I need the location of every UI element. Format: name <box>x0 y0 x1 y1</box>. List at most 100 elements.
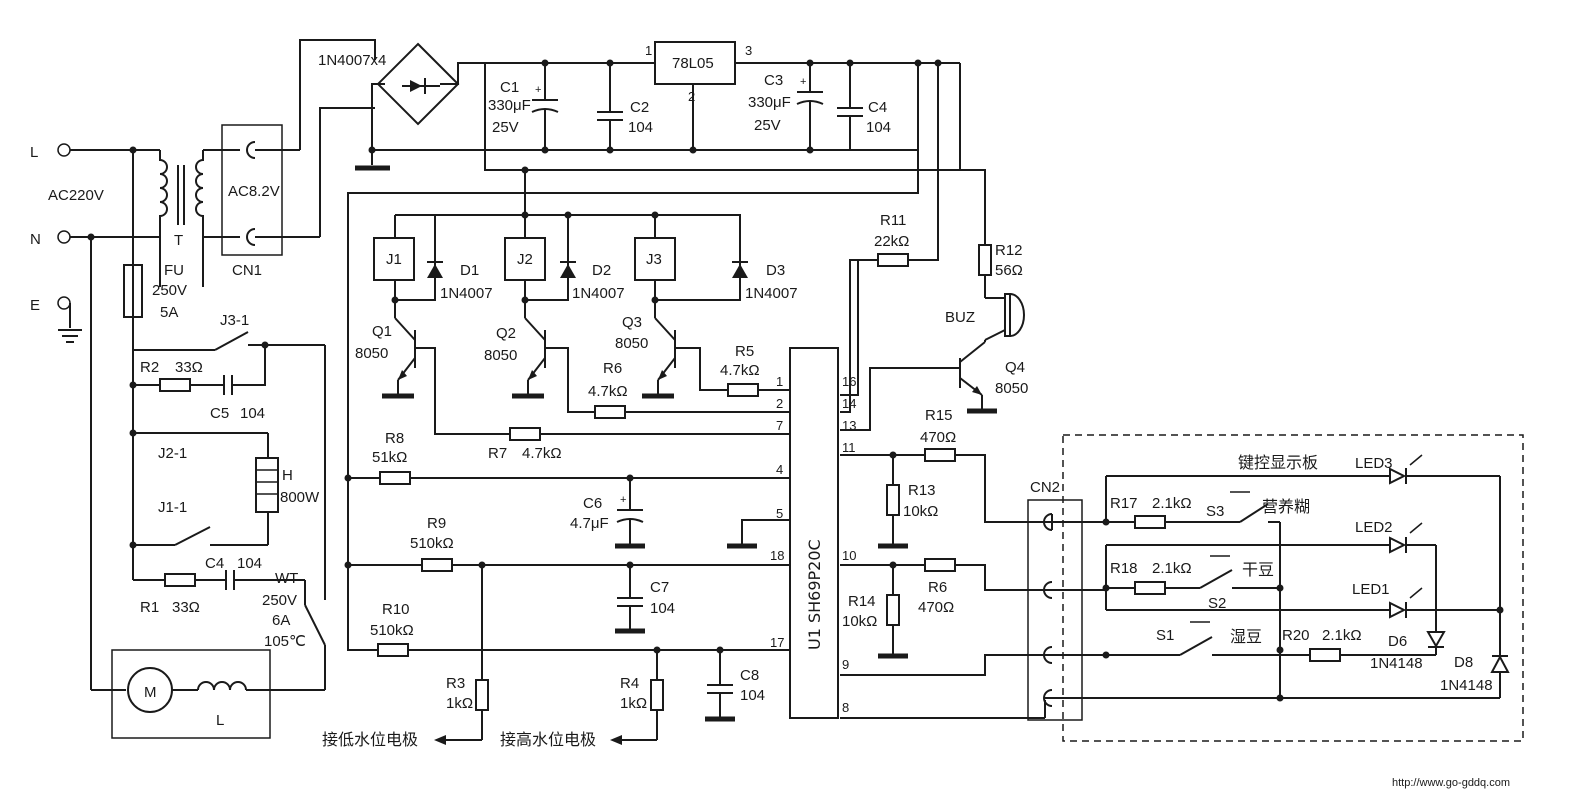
label-c1: C1 <box>500 79 519 96</box>
svg-text:+: + <box>535 84 541 96</box>
led2: LED2 <box>1355 519 1436 554</box>
svg-text:D2: D2 <box>592 262 611 279</box>
resistor-r14: R14 10kΩ <box>842 565 908 659</box>
svg-text:25V: 25V <box>754 117 781 134</box>
svg-text:104: 104 <box>240 405 265 422</box>
svg-text:2: 2 <box>776 396 783 411</box>
svg-text:470Ω: 470Ω <box>920 429 956 446</box>
svg-text:10kΩ: 10kΩ <box>842 613 877 630</box>
svg-text:5: 5 <box>776 506 783 521</box>
thermostat-wt: WT 250V 6A 105℃ <box>262 345 326 690</box>
switch-s3: S3 营养糊 <box>1206 491 1310 702</box>
svg-text:250V: 250V <box>262 592 297 609</box>
resistor-r3: R3 1kΩ 接低水位电极 <box>322 565 489 749</box>
svg-text:R13: R13 <box>908 482 936 499</box>
resistor-r13: R13 10kΩ <box>878 455 938 549</box>
svg-text:51kΩ: 51kΩ <box>372 449 407 466</box>
transistor-q3: Q3 8050 <box>615 314 728 399</box>
relay-drive-rail <box>395 170 740 219</box>
svg-text:C5: C5 <box>210 405 229 422</box>
resistor-r18: R18 2.1kΩ <box>1102 544 1390 610</box>
svg-text:LED2: LED2 <box>1355 519 1393 536</box>
svg-text:干豆: 干豆 <box>1242 560 1274 579</box>
resistor-r11: R11 22kΩ <box>840 212 938 413</box>
resistor-r1: R1 33Ω <box>133 573 226 616</box>
svg-text:J2-1: J2-1 <box>158 445 187 462</box>
svg-text:2.1kΩ: 2.1kΩ <box>1322 627 1362 644</box>
label-cn1: CN1 <box>232 262 262 279</box>
svg-text:4: 4 <box>776 462 783 477</box>
svg-text:800W: 800W <box>280 489 320 506</box>
capacitor-c5: C5 104 <box>210 345 266 422</box>
svg-text:Q3: Q3 <box>622 314 642 331</box>
diode-d8: D8 1N4148 <box>1440 476 1510 698</box>
svg-text:1kΩ: 1kΩ <box>446 695 473 712</box>
switch-s2: S2 干豆 <box>1199 555 1280 612</box>
svg-text:8050: 8050 <box>615 335 648 352</box>
svg-text:S1: S1 <box>1156 627 1174 644</box>
svg-text:6A: 6A <box>272 612 290 629</box>
label-ac8v: AC8.2V <box>228 183 280 200</box>
svg-text:M: M <box>144 684 157 701</box>
svg-text:8050: 8050 <box>995 380 1028 397</box>
fuse-fu: FU 250V 5A <box>123 150 187 580</box>
capacitor-c8: C8 104 <box>705 650 765 722</box>
capacitor-c3: + C3 330μF 25V <box>748 63 824 150</box>
svg-text:7: 7 <box>776 418 783 433</box>
svg-text:D1: D1 <box>460 262 479 279</box>
svg-text:104: 104 <box>740 687 765 704</box>
switch-j1-1: J1-1 <box>133 499 268 546</box>
svg-text:250V: 250V <box>152 282 187 299</box>
watermark: http://www.go-gddq.com <box>1392 777 1510 789</box>
capacitor-c7: C7 104 <box>615 565 675 634</box>
resistor-r6b: R6 470Ω <box>840 558 1045 616</box>
svg-text:470Ω: 470Ω <box>918 599 954 616</box>
relay-j1: J1 D1 1N4007 <box>373 214 493 318</box>
svg-text:R2: R2 <box>140 359 159 376</box>
svg-text:+: + <box>620 494 626 506</box>
label-78l05: 78L05 <box>672 55 714 72</box>
led3: LED3 <box>1105 454 1500 522</box>
svg-text:LED3: LED3 <box>1355 455 1393 472</box>
svg-text:1: 1 <box>776 374 783 389</box>
svg-text:4.7kΩ: 4.7kΩ <box>588 383 628 400</box>
svg-text:湿豆: 湿豆 <box>1230 627 1262 646</box>
svg-text:J3: J3 <box>646 251 662 268</box>
earth-ground-icon <box>58 329 82 343</box>
label-ac220v: AC220V <box>48 187 104 204</box>
svg-text:4.7kΩ: 4.7kΩ <box>522 445 562 462</box>
panel-title: 键控显示板 <box>1238 453 1318 472</box>
relay-j2: J2 D2 1N4007 <box>504 215 625 318</box>
svg-text:C7: C7 <box>650 579 669 596</box>
regulator-78l05: 78L05 1 3 2 <box>645 41 752 150</box>
svg-text:Q1: Q1 <box>372 323 392 340</box>
svg-text:4.7μF: 4.7μF <box>570 515 609 532</box>
relay-j3: J3 D3 1N4007 <box>634 214 798 318</box>
motor-m: M L <box>90 237 325 739</box>
transistor-q4: Q4 8050 <box>840 340 1028 431</box>
svg-text:Q4: Q4 <box>1005 359 1025 376</box>
svg-text:CN2: CN2 <box>1030 479 1060 496</box>
bridge-rectifier: 1N4007x4 <box>318 42 485 171</box>
svg-text:R11: R11 <box>880 212 906 229</box>
label-n: N <box>30 231 41 248</box>
svg-text:1N4007: 1N4007 <box>572 285 625 302</box>
svg-text:510kΩ: 510kΩ <box>410 535 454 552</box>
svg-text:8: 8 <box>842 700 849 715</box>
transistor-q2: Q2 8050 <box>484 317 595 413</box>
svg-text:510kΩ: 510kΩ <box>370 622 414 639</box>
svg-text:104: 104 <box>628 119 653 136</box>
svg-text:104: 104 <box>650 600 675 617</box>
svg-text:104: 104 <box>866 119 891 136</box>
capacitor-c2: C2 104 <box>597 63 653 150</box>
svg-text:10kΩ: 10kΩ <box>903 503 938 520</box>
svg-text:R3: R3 <box>446 675 465 692</box>
svg-text:R7: R7 <box>488 445 507 462</box>
svg-text:R6: R6 <box>928 579 947 596</box>
svg-text:营养糊: 营养糊 <box>1262 497 1310 516</box>
svg-text:R12: R12 <box>995 242 1023 259</box>
svg-text:R5: R5 <box>735 343 754 360</box>
svg-text:R9: R9 <box>427 515 446 532</box>
svg-text:4.7kΩ: 4.7kΩ <box>720 362 760 379</box>
svg-text:C4: C4 <box>205 555 224 572</box>
